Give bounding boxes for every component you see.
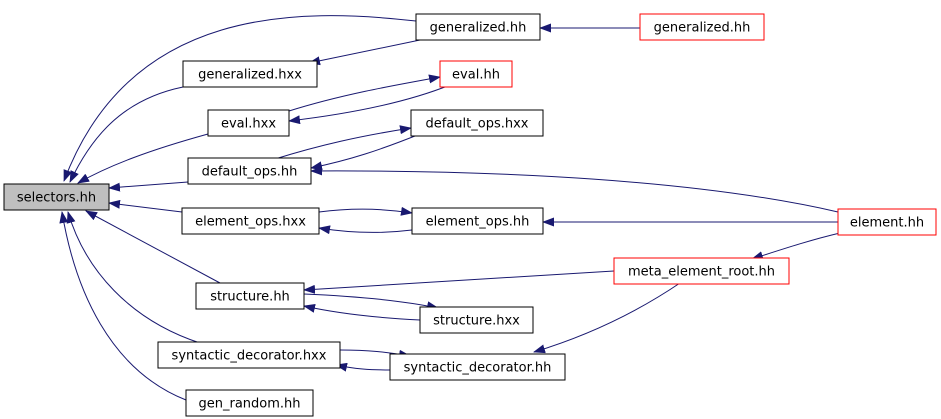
node-label: syntactic_decorator.hh (404, 361, 552, 376)
node-default-ops-hh[interactable]: default_ops.hh (187, 157, 312, 185)
node-label: selectors.hh (17, 191, 96, 206)
node-element-hh[interactable]: element.hh (837, 208, 937, 236)
edge-gen-random-to-selectors (59, 211, 187, 401)
edge-meta-element-root-to-syntactic-hh (533, 282, 681, 354)
edge-generalized-hh-to-generalized-hxx (308, 39, 421, 66)
node-eval-hh[interactable]: eval.hh (439, 60, 513, 88)
node-structure-hxx[interactable]: structure.hxx (419, 306, 534, 334)
node-label: element_ops.hxx (195, 215, 306, 230)
node-label: eval.hxx (221, 117, 276, 132)
node-label: element_ops.hh (426, 215, 530, 230)
node-selectors-hh[interactable]: selectors.hh (3, 183, 110, 211)
edge-generalized-hxx-to-selectors (69, 86, 184, 183)
node-gen-random-hh[interactable]: gen_random.hh (185, 389, 314, 417)
node-label: eval.hh (452, 68, 500, 83)
node-label: structure.hh (210, 290, 290, 305)
edge-default-ops-hh-to-default-ops-hxx (274, 125, 412, 160)
edge-structure-hxx-to-structure-hh (303, 303, 421, 321)
edge-element-ops-hh-to-element-ops-hxx (318, 225, 413, 235)
edge-structure-hh-to-selectors (85, 210, 221, 284)
edge-element-to-default-ops-hh (310, 166, 839, 213)
node-label: default_ops.hxx (426, 117, 529, 132)
edge-default-ops-hh-to-selectors (108, 181, 189, 192)
edge-generalized-hh-to-selectors (63, 15, 417, 182)
node-syntactic-decorator-hxx[interactable]: syntactic_decorator.hxx (157, 341, 341, 369)
node-structure-hh[interactable]: structure.hh (195, 282, 305, 310)
node-meta-element-root-hh[interactable]: meta_element_root.hh (613, 257, 790, 285)
node-generalized-hh-external[interactable]: generalized.hh (639, 13, 765, 41)
edge-element-ops-hxx-to-element-ops-hh (318, 206, 413, 216)
node-label: gen_random.hh (198, 397, 300, 412)
node-generalized-hxx[interactable]: generalized.hxx (182, 60, 318, 88)
edge-eval-hxx-to-eval-hh (288, 74, 441, 112)
node-element-ops-hh[interactable]: element_ops.hh (411, 207, 544, 235)
node-label: generalized.hh (654, 21, 751, 36)
node-generalized-hh[interactable]: generalized.hh (415, 13, 541, 41)
edge-element-to-meta-element-root (751, 232, 841, 260)
node-label: meta_element_root.hh (628, 265, 775, 280)
node-label: structure.hxx (433, 314, 520, 329)
node-label: element.hh (850, 216, 924, 231)
node-default-ops-hxx[interactable]: default_ops.hxx (410, 109, 544, 137)
node-label: syntactic_decorator.hxx (172, 349, 327, 364)
node-element-ops-hxx[interactable]: element_ops.hxx (181, 207, 320, 235)
node-eval-hxx[interactable]: eval.hxx (207, 109, 290, 137)
node-label: default_ops.hh (202, 165, 298, 180)
edge-eval-hh-to-eval-hxx (288, 84, 451, 125)
edge-meta-element-root-to-structure (303, 270, 615, 294)
edge-element-ops-hxx-to-selectors (108, 199, 183, 213)
edge-eval-hxx-to-selectors (77, 133, 209, 184)
node-label: generalized.hh (430, 21, 527, 36)
edge-default-ops-hxx-to-default-ops-hh (310, 133, 421, 171)
edge-syntactic-hh-to-syntactic-hxx (335, 362, 391, 372)
node-label: generalized.hxx (198, 68, 302, 83)
node-syntactic-decorator-hh[interactable]: syntactic_decorator.hh (389, 353, 566, 381)
edge-syntactic-hxx-to-selectors (66, 211, 201, 344)
edge-structure-hh-to-structure-hxx (303, 293, 439, 311)
